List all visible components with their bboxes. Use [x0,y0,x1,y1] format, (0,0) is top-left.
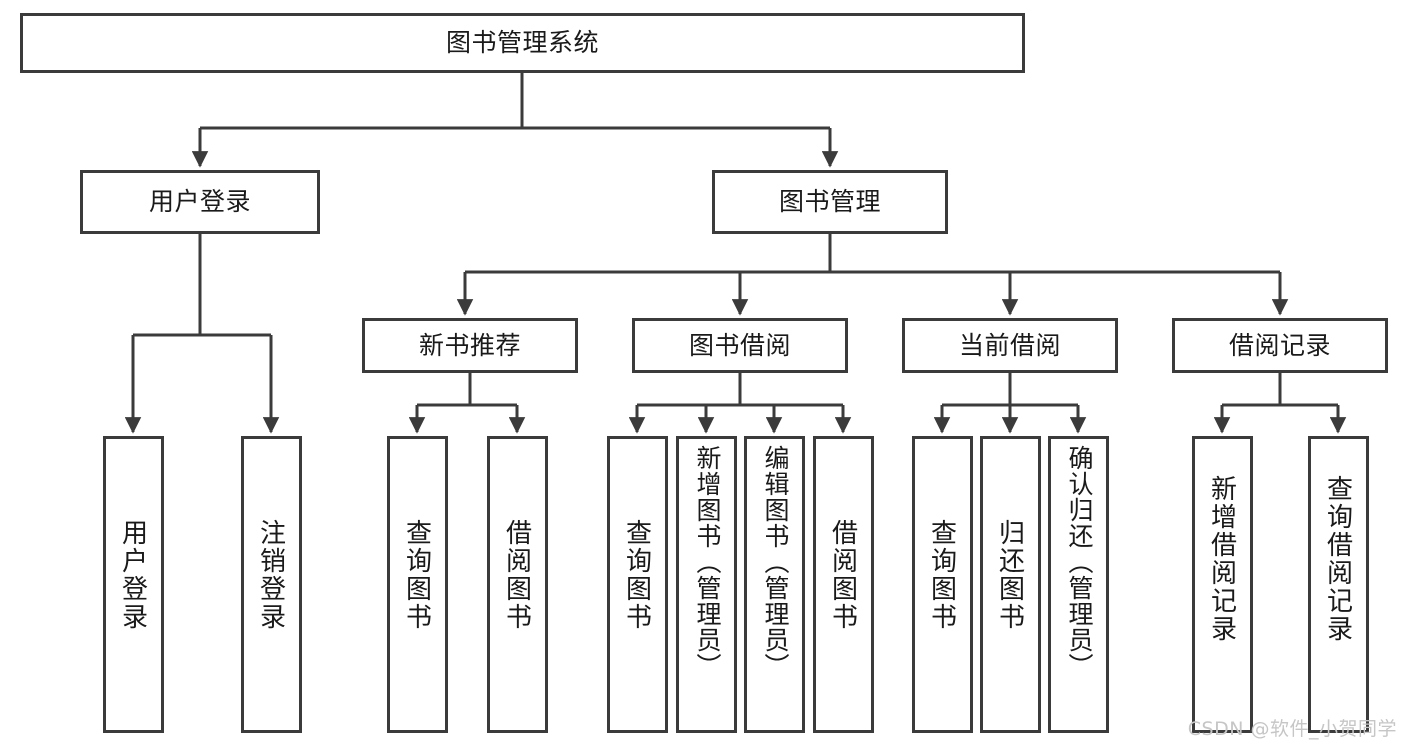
node-leaf-return-book-label: 归还图书 [995,519,1026,631]
node-leaf-query-book-3-label: 查询图书 [927,519,958,631]
node-leaf-add-record-label: 新增借阅记录 [1207,475,1238,643]
node-leaf-logout-label: 注销登录 [256,519,287,631]
node-leaf-query-record[interactable]: 查询借阅记录 [1308,436,1369,733]
node-book-borrow-label: 图书借阅 [688,331,791,360]
node-leaf-add-book-label: 新增图书（管理员） [693,445,721,679]
node-leaf-logout[interactable]: 注销登录 [241,436,302,733]
node-current-borrow[interactable]: 当前借阅 [902,318,1118,373]
node-leaf-confirm-return-label: 确认归还（管理员） [1065,445,1093,679]
node-new-book-recommend[interactable]: 新书推荐 [362,318,578,373]
node-leaf-query-book-3[interactable]: 查询图书 [912,436,973,733]
node-leaf-edit-book-label: 编辑图书（管理员） [761,445,789,679]
node-leaf-borrow-book-1-label: 借阅图书 [502,519,533,631]
node-book-borrow[interactable]: 图书借阅 [632,318,848,373]
node-leaf-borrow-book-2-label: 借阅图书 [828,519,859,631]
node-user-login[interactable]: 用户登录 [80,170,320,234]
node-borrow-record[interactable]: 借阅记录 [1172,318,1388,373]
node-leaf-borrow-book-1[interactable]: 借阅图书 [487,436,548,733]
node-book-manage-label: 图书管理 [778,188,881,216]
node-new-book-recommend-label: 新书推荐 [418,331,521,360]
node-leaf-query-book-2-label: 查询图书 [622,519,653,631]
node-leaf-user-login-label: 用户登录 [118,519,149,631]
node-borrow-record-label: 借阅记录 [1228,331,1331,360]
node-current-borrow-label: 当前借阅 [958,331,1061,360]
node-leaf-user-login[interactable]: 用户登录 [103,436,164,733]
node-leaf-query-book-2[interactable]: 查询图书 [607,436,668,733]
node-leaf-add-book[interactable]: 新增图书（管理员） [676,436,737,733]
node-leaf-query-record-label: 查询借阅记录 [1323,475,1354,643]
node-leaf-borrow-book-2[interactable]: 借阅图书 [813,436,874,733]
node-root-label: 图书管理系统 [445,29,599,57]
node-leaf-return-book[interactable]: 归还图书 [980,436,1041,733]
node-user-login-label: 用户登录 [148,188,251,216]
node-leaf-query-book-1-label: 查询图书 [402,519,433,631]
node-leaf-query-book-1[interactable]: 查询图书 [387,436,448,733]
node-leaf-confirm-return[interactable]: 确认归还（管理员） [1048,436,1109,733]
csdn-watermark: CSDN @软件_小贺同学 [1187,718,1397,740]
node-root[interactable]: 图书管理系统 [20,13,1025,73]
node-leaf-add-record[interactable]: 新增借阅记录 [1192,436,1253,733]
node-leaf-edit-book[interactable]: 编辑图书（管理员） [744,436,805,733]
node-book-manage[interactable]: 图书管理 [712,170,948,234]
